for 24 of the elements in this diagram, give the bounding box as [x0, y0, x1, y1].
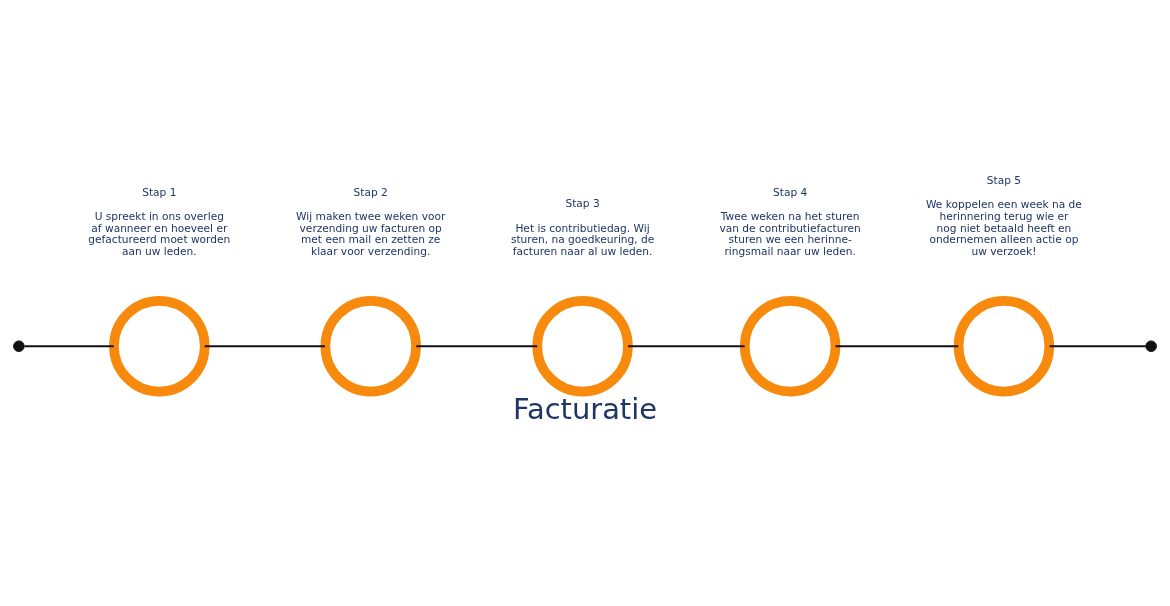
node-label: Wij maken twee weken voor verzending uw facturen op met een mail en zetten ze klaar voor verzending. — [296, 210, 446, 258]
connector — [1048, 345, 1147, 348]
diagram-title: Facturatie — [512, 391, 658, 426]
node-circle — [739, 296, 841, 397]
node-circle — [109, 296, 210, 397]
node-circle — [953, 296, 1055, 397]
node-label: We koppelen een week na de herinnering terug wie er nog niet betaald heeft en ondernemen alleen actie op uw verzoek! — [926, 198, 1082, 258]
node-label: Stap 5 — [986, 174, 1022, 188]
node-circle — [532, 296, 633, 397]
node-label: Stap 3 — [565, 197, 600, 211]
connector — [627, 345, 746, 348]
node-label: U spreekt in ons overleg af wanneer en hoeveel er gefactureerd moet worden aan uw leden. — [88, 210, 231, 258]
node-label: Stap 1 — [142, 185, 177, 199]
node-circle — [320, 296, 421, 397]
node-label: Het is contributiedag. Wij sturen, na goedkeuring, de facturen naar al uw leden. — [510, 221, 655, 258]
connector — [415, 345, 539, 348]
node-label: Stap 2 — [353, 185, 388, 199]
connector — [203, 345, 326, 348]
node-circle — [1145, 340, 1157, 352]
connector — [23, 345, 115, 348]
node-label: Stap 4 — [772, 185, 808, 199]
connector — [834, 345, 960, 348]
node-circle — [13, 340, 25, 352]
node-label: Twee weken na het sturen van de contributiefacturen sturen we een herinne-ringsmail naar uw leden. — [719, 210, 861, 258]
